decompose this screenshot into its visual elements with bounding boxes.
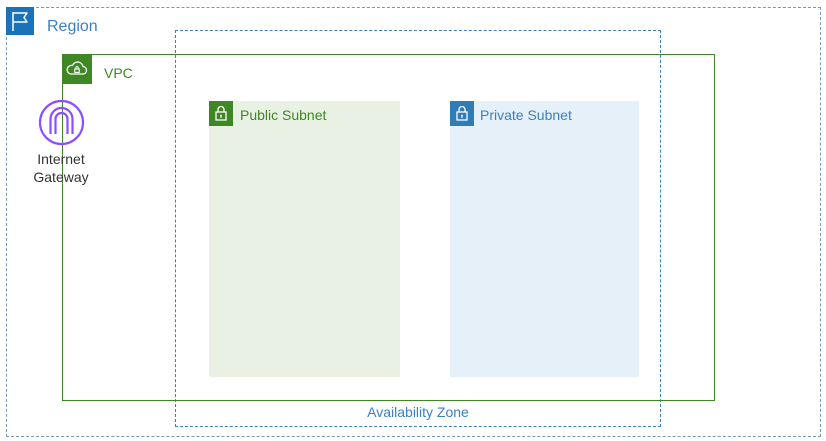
internet-gateway-label: Internet Gateway: [16, 150, 106, 186]
public-subnet-label: Public Subnet: [240, 107, 327, 123]
public-subnet-container: [209, 101, 400, 377]
vpc-label: VPC: [104, 65, 133, 81]
private-subnet-label: Private Subnet: [480, 107, 572, 123]
internet-gateway-icon: [38, 99, 85, 146]
flag-icon: [6, 7, 34, 35]
cloud-lock-icon: [62, 54, 92, 84]
internet-gateway-label-line2: Gateway: [33, 169, 89, 185]
region-container: [6, 7, 821, 437]
internet-gateway-label-line1: Internet: [37, 151, 85, 167]
private-subnet-container: [450, 101, 639, 377]
vpc-container: [62, 54, 715, 401]
availability-zone-container: [175, 30, 661, 427]
lock-icon: [450, 101, 474, 126]
availability-zone-label: Availability Zone: [367, 404, 469, 420]
region-label: Region: [47, 18, 98, 35]
lock-icon: [209, 101, 233, 126]
